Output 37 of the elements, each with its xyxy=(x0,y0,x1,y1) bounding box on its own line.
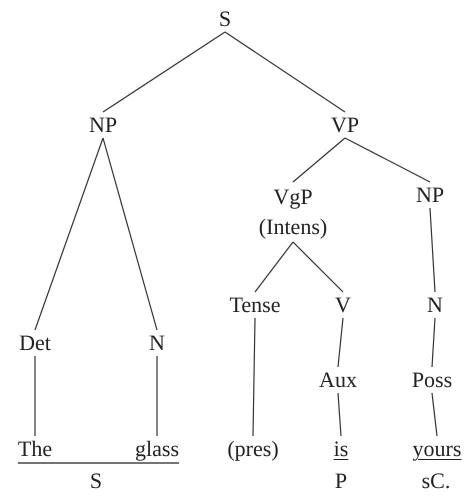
category-label: V xyxy=(335,292,351,318)
tree-branch xyxy=(254,242,294,292)
category-label: N xyxy=(149,330,165,356)
function-label: (Intens) xyxy=(258,213,328,241)
word-label: is xyxy=(334,436,348,462)
category-label: Tense xyxy=(230,292,280,318)
tree-branch xyxy=(34,356,36,436)
tree-branch xyxy=(102,32,226,112)
category-label: Poss xyxy=(412,367,452,393)
category-label: NP xyxy=(416,182,444,208)
word-label: glass xyxy=(135,436,179,462)
tree-branch xyxy=(337,392,342,436)
category-label: Det xyxy=(19,330,51,356)
tree-branch xyxy=(337,318,344,368)
tree-branch xyxy=(156,356,158,436)
tree-branch xyxy=(34,138,104,330)
category-label: VgP xyxy=(272,183,314,211)
category-label: VP xyxy=(330,112,360,138)
tree-branch xyxy=(292,138,346,182)
function-label: S xyxy=(90,468,102,494)
tree-branch xyxy=(429,208,436,292)
tree-branch xyxy=(224,32,346,112)
category-label: Aux xyxy=(319,367,357,393)
word-label: yours xyxy=(412,436,462,462)
tree-branch xyxy=(431,318,436,368)
category-label: N xyxy=(427,292,443,318)
tree-branch xyxy=(344,137,430,183)
tree-branch xyxy=(102,138,158,330)
tree-branch xyxy=(431,392,438,436)
tree-branch xyxy=(292,242,344,292)
category-label: NP xyxy=(88,112,118,138)
function-label: P xyxy=(334,468,348,494)
word-label: The xyxy=(18,436,52,462)
function-label: sC. xyxy=(422,468,450,494)
word-label: (pres) xyxy=(227,436,279,462)
tree-branch xyxy=(252,318,256,436)
category-label: S xyxy=(218,6,232,32)
